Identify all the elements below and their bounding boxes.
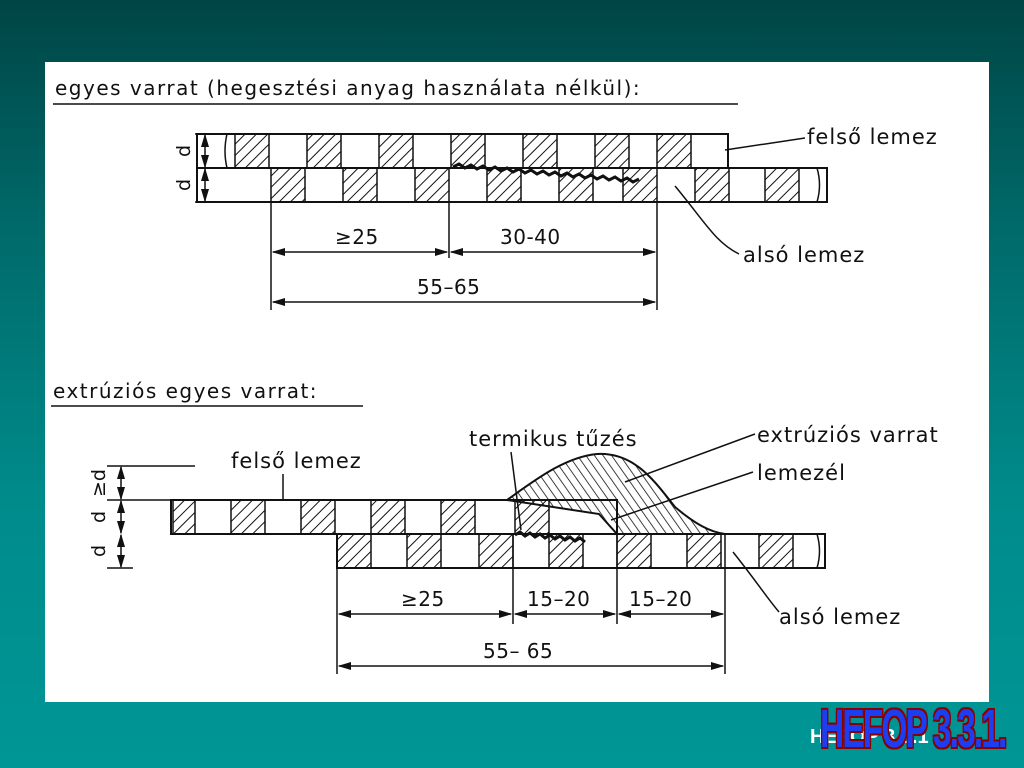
extrusion-weld-label: extrúziós varrat — [757, 423, 939, 447]
bottom-upper-sheet-label: felső lemez — [231, 449, 362, 473]
bottom-heading: extrúziós egyes varrat: — [53, 379, 318, 403]
hefop-logo: HEFOP 3.3.1. — [820, 699, 1007, 759]
top-upper-leader — [724, 137, 806, 151]
top-weld-seam — [452, 162, 640, 184]
extrusion-weld-leader — [624, 433, 756, 483]
top-lower-sheet-label: alsó lemez — [743, 243, 865, 267]
top-upper-sheet-label: felső lemez — [807, 125, 938, 149]
bottom-dim-total: 55– 65 — [483, 639, 553, 663]
top-dimensions: ≥25 30-40 55–65 — [270, 202, 658, 310]
bottom-lower-sheet — [336, 533, 826, 569]
top-upper-sheet — [196, 133, 729, 169]
bottom-weld-seam — [514, 530, 586, 544]
bottom-dim-a: 15–20 — [527, 587, 590, 611]
top-thickness-upper-label: d — [173, 145, 195, 157]
bottom-lower-leader — [732, 551, 780, 613]
top-lower-sheet — [196, 167, 828, 203]
extrusion-bead — [504, 452, 726, 535]
bottom-thickness-bead-label: ≥d — [88, 469, 110, 497]
top-thickness-lower-label: d — [173, 179, 195, 191]
top-dim-weld: 30-40 — [500, 225, 561, 249]
welding-diagram: egyes varrat (hegesztési anyag használat… — [51, 76, 939, 674]
bottom-dim-overlap: ≥25 — [401, 587, 445, 611]
top-thickness-marks: d d — [173, 133, 217, 203]
bottom-section: extrúziós egyes varrat: — [51, 379, 939, 674]
sheet-edge-label: lemezél — [757, 461, 846, 485]
top-dim-total: 55–65 — [417, 275, 480, 299]
diagram-panel: egyes varrat (hegesztési anyag használat… — [45, 62, 989, 702]
bottom-thickness-marks: ≥d d d — [88, 465, 195, 569]
top-heading: egyes varrat (hegesztési anyag használat… — [55, 76, 641, 100]
bottom-dim-b: 15–20 — [629, 587, 692, 611]
top-lower-leader — [674, 185, 740, 255]
footer-label: HEFOP 3.3.1 — [810, 726, 929, 748]
bottom-lower-sheet-label: alsó lemez — [779, 605, 901, 629]
thermal-tack-label: termikus tűzés — [469, 427, 638, 451]
thermal-tack-leader — [510, 451, 522, 531]
bottom-thickness-lower-label: d — [88, 545, 110, 557]
sheet-edge-leader — [610, 471, 754, 521]
top-dim-overlap: ≥25 — [335, 225, 379, 249]
bottom-dimensions: ≥25 15–20 15–20 55– 65 — [336, 534, 726, 674]
top-section: egyes varrat (hegesztési anyag használat… — [53, 76, 938, 310]
bottom-thickness-upper-label: d — [88, 511, 110, 523]
